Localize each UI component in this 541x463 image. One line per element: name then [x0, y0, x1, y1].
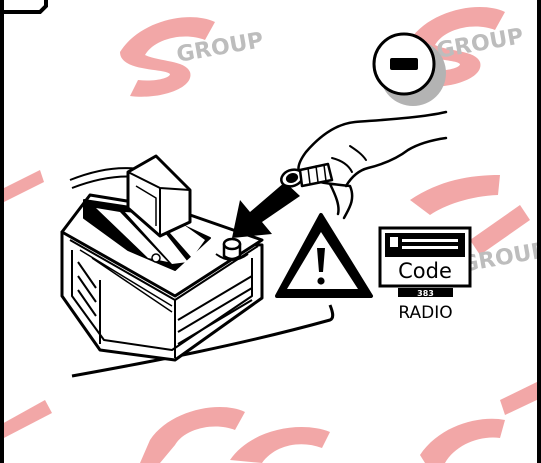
radio-label: RADIO: [398, 303, 452, 323]
battery-icon: [62, 156, 262, 360]
warning-triangle-icon: [277, 215, 371, 296]
radio-screen-line-1: [402, 239, 458, 242]
radio-screen-line-2: [402, 246, 458, 249]
code-label: Code: [398, 259, 452, 283]
radio-screen-icon: [390, 237, 398, 247]
frame-corner-tab: [2, 0, 46, 12]
display-digits: 383: [417, 289, 434, 298]
radio-unit-icon: Code 383 RADIO: [380, 228, 470, 323]
arrow-icon: [232, 182, 300, 238]
